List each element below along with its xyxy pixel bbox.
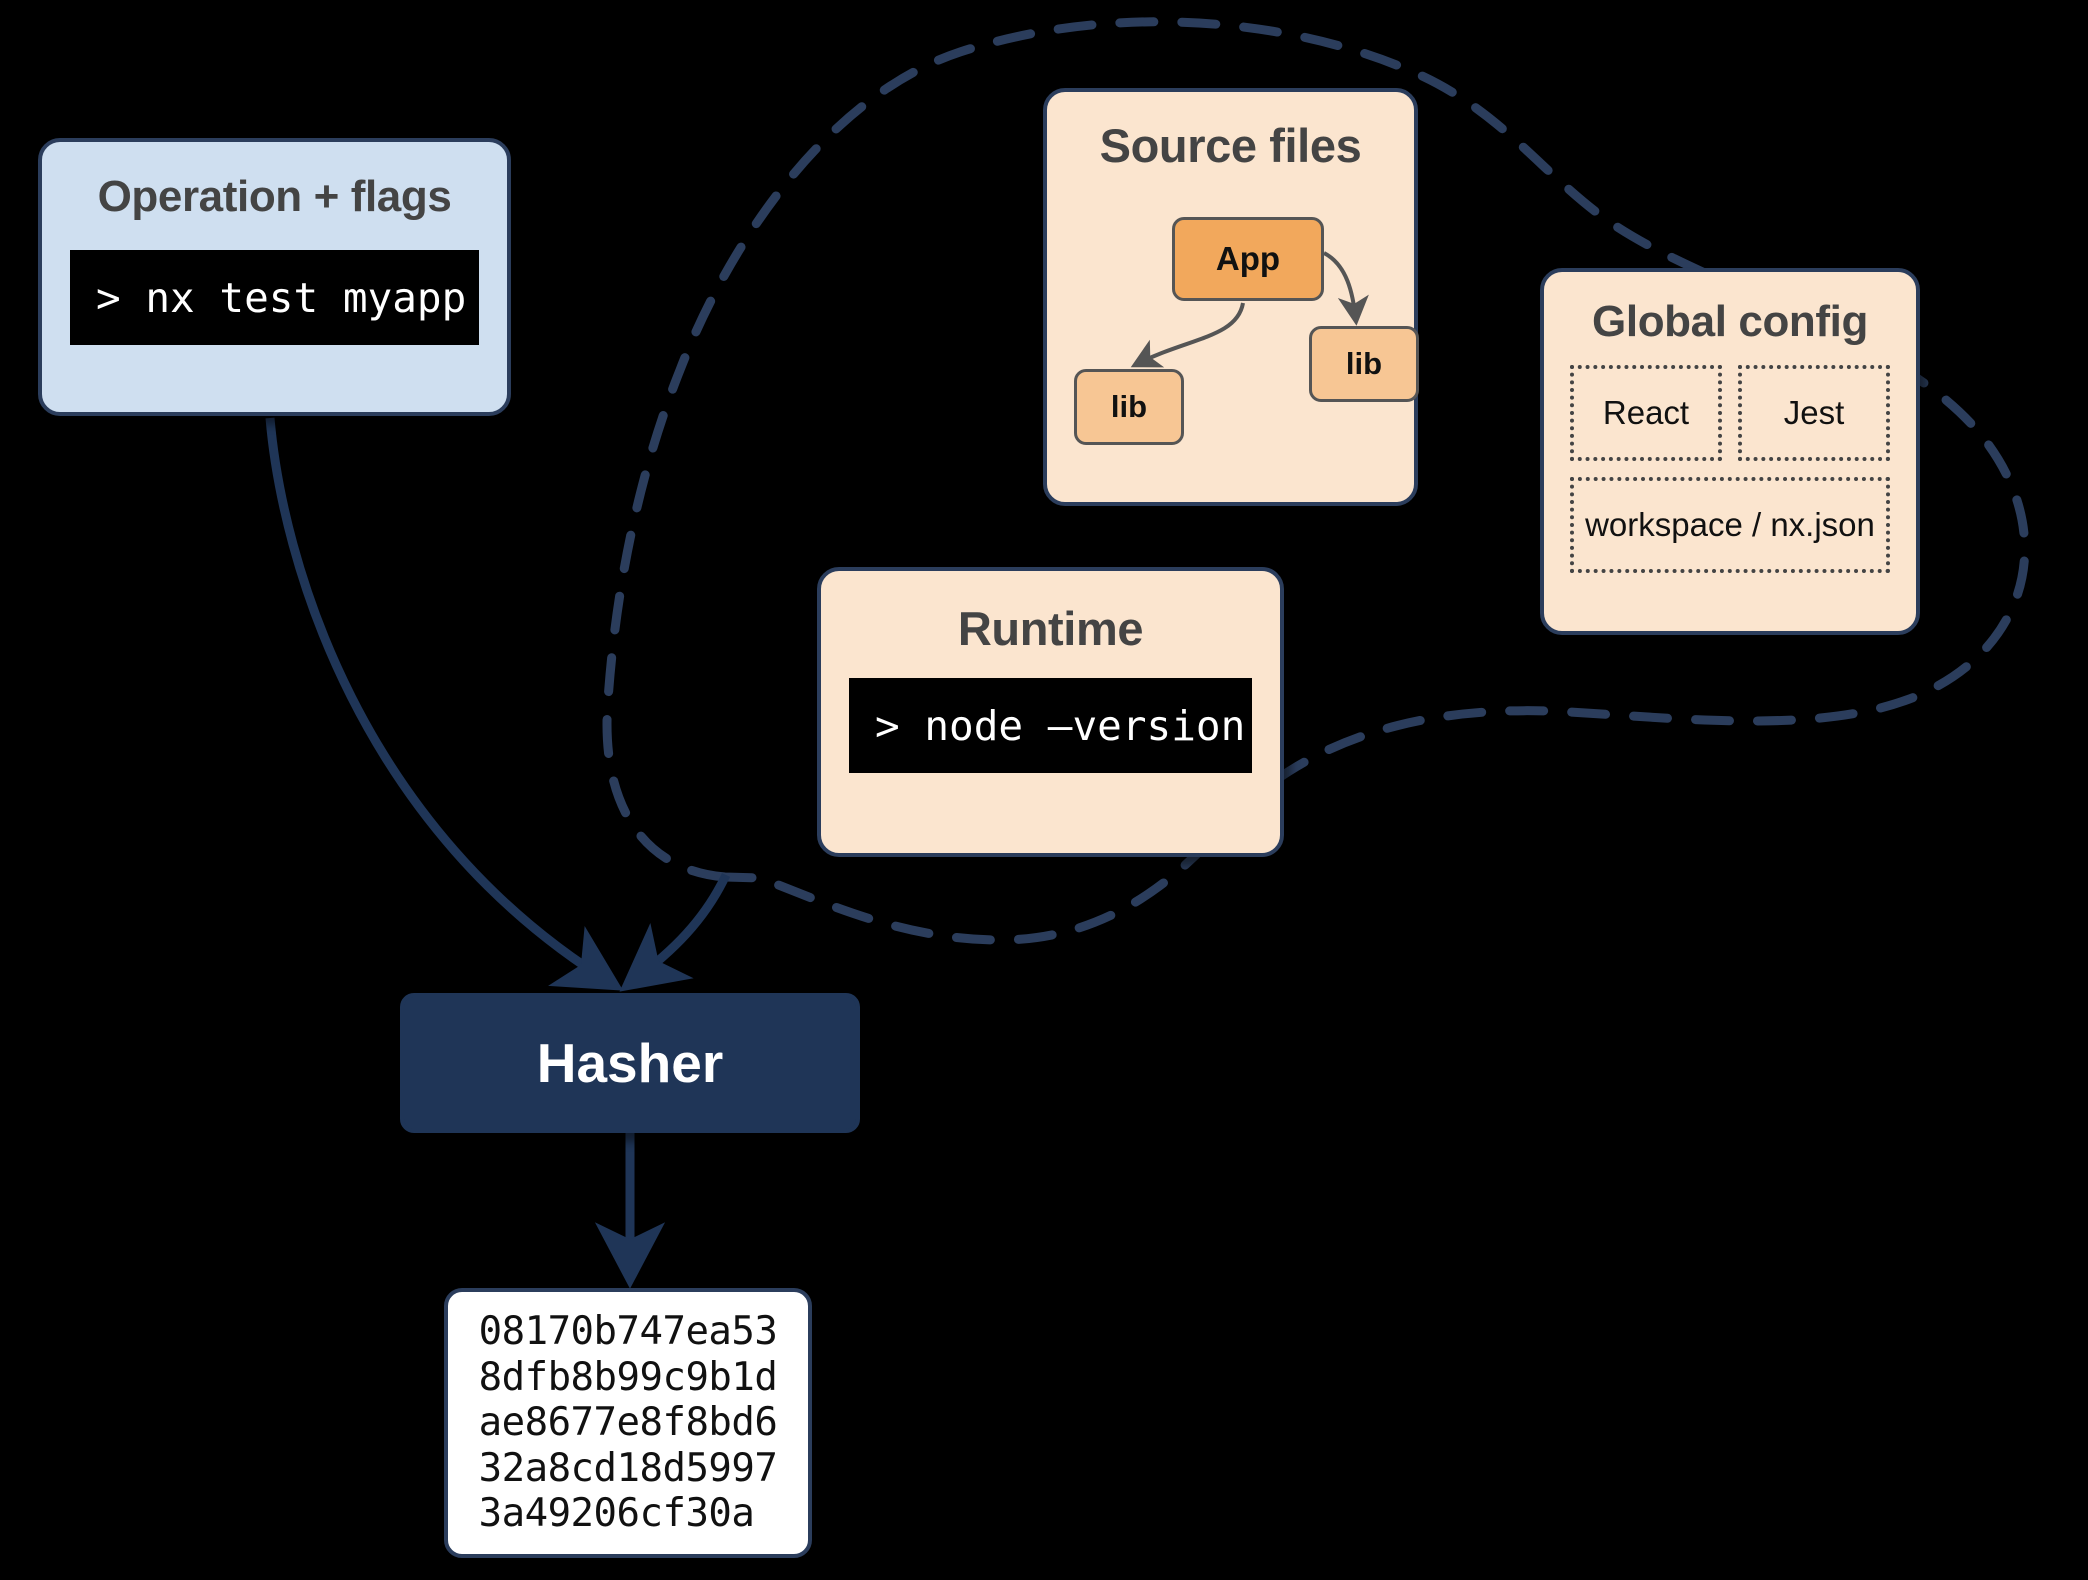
global-config-grid: React Jest workspace / nx.json — [1570, 365, 1890, 573]
global-config-cell-jest-label: Jest — [1783, 394, 1845, 431]
global-config-cell-workspace-label: workspace / nx.json — [1585, 506, 1875, 543]
source-node-lib-right[interactable]: lib — [1309, 326, 1419, 402]
runtime-command-terminal: > node –version — [849, 678, 1252, 773]
global-config-cell-workspace[interactable]: workspace / nx.json — [1570, 477, 1890, 573]
arrow-inputs-to-hasher — [619, 873, 731, 992]
operation-flags-card: Operation + flags > nx test myapp — [38, 138, 511, 416]
arrow-operation-to-hasher — [265, 417, 624, 991]
operation-command-text: > nx test myapp — [96, 273, 467, 322]
edge-app-to-lib-left — [1130, 302, 1245, 368]
global-config-cell-jest[interactable]: Jest — [1738, 365, 1890, 461]
source-node-lib-left-label: lib — [1110, 389, 1148, 424]
runtime-card: Runtime > node –version — [817, 567, 1284, 857]
runtime-title: Runtime — [957, 602, 1144, 655]
global-config-cell-react[interactable]: React — [1570, 365, 1722, 461]
hash-output-card: 08170b747ea53 8dfb8b99c9b1d ae8677e8f8bd… — [444, 1288, 812, 1558]
source-node-lib-right-label: lib — [1345, 346, 1383, 381]
global-config-row-top: React Jest — [1570, 365, 1890, 461]
operation-flags-title: Operation + flags — [97, 172, 452, 221]
source-files-graph: App lib lib — [1047, 173, 1419, 445]
hasher-label: Hasher — [536, 1032, 724, 1094]
source-node-app-label: App — [1215, 240, 1281, 277]
hash-output-text: 08170b747ea53 8dfb8b99c9b1d ae8677e8f8bd… — [478, 1308, 778, 1537]
global-config-card: Global config React Jest workspace / nx.… — [1540, 268, 1920, 635]
hasher-card[interactable]: Hasher — [400, 993, 860, 1133]
source-files-title: Source files — [1099, 119, 1362, 172]
global-config-cell-react-label: React — [1602, 394, 1690, 431]
source-files-card: Source files App lib lib — [1043, 88, 1419, 506]
edge-app-to-lib-right — [1322, 251, 1369, 326]
source-node-lib-left[interactable]: lib — [1074, 369, 1184, 445]
global-config-row-bottom: workspace / nx.json — [1570, 477, 1890, 573]
global-config-title: Global config — [1592, 297, 1868, 346]
runtime-command-text: > node –version — [875, 701, 1246, 750]
operation-command-terminal: > nx test myapp — [70, 250, 479, 345]
source-node-app[interactable]: App — [1172, 217, 1324, 301]
